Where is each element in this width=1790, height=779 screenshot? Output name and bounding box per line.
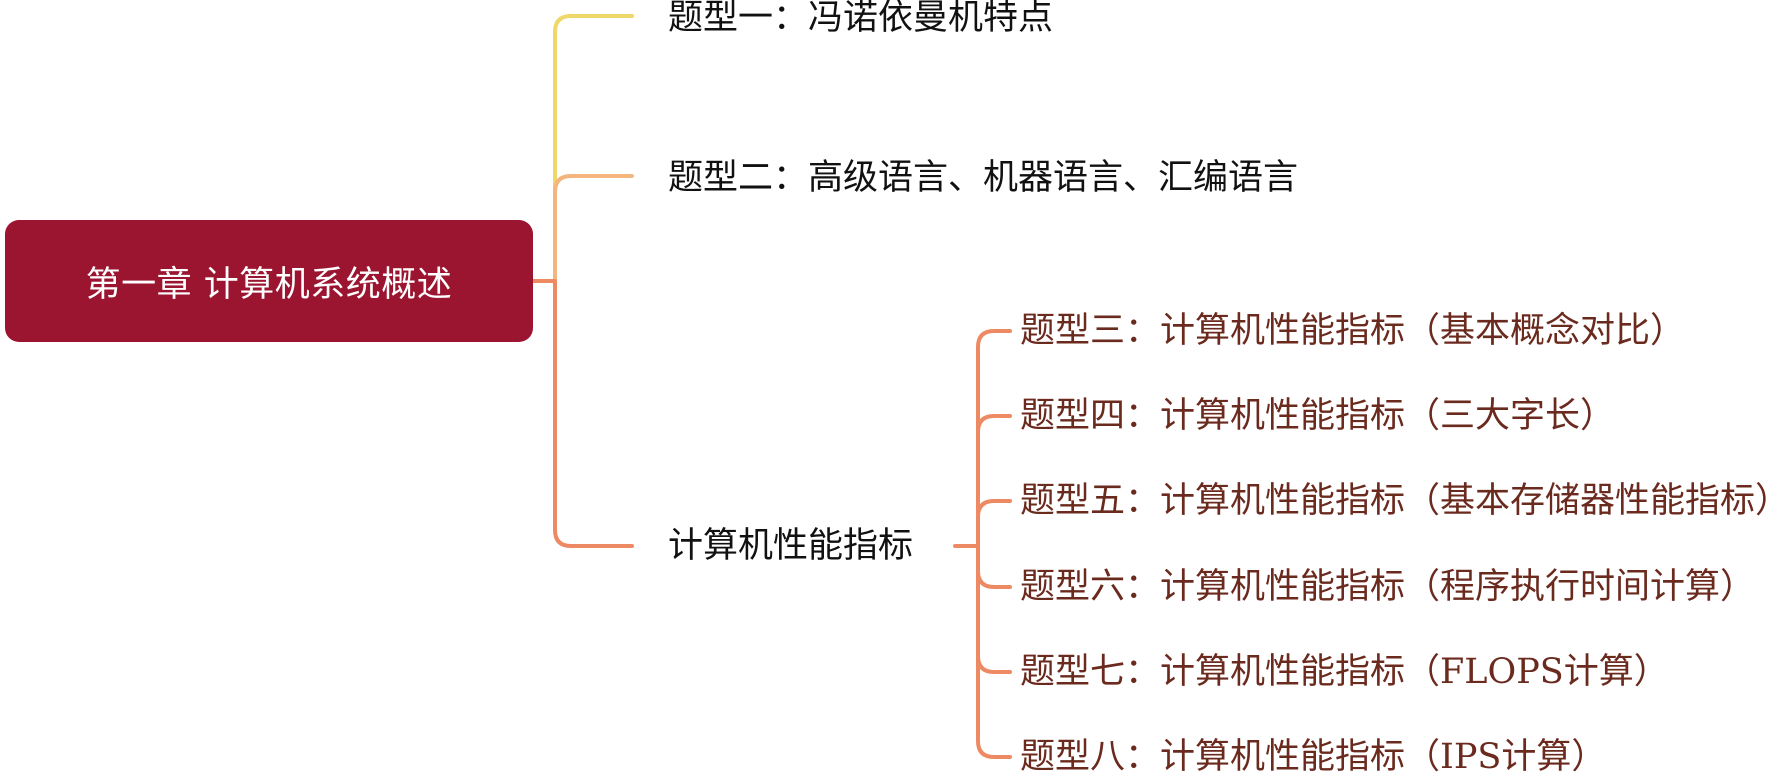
leaf-node-5-prefix: 题型七： [1020,652,1161,692]
leaf-node-6[interactable]: 题型八：计算机性能指标（IPS计算） [1020,735,1606,779]
connector-root-to-branch-3 [531,279,634,548]
root-node[interactable]: 第一章 计算机系统概述 [5,220,533,342]
leaf-node-6-label: 计算机性能指标（IPS计算） [1160,737,1607,777]
leaf-node-6-prefix: 题型八： [1020,737,1161,777]
connector-leaf-4 [976,544,1012,589]
root-node-label: 第一章 计算机系统概述 [85,264,453,305]
leaf-node-5-label: 计算机性能指标（FLOPS计算） [1160,652,1669,692]
leaf-node-1[interactable]: 题型三：计算机性能指标（基本概念对比） [1020,309,1685,353]
branch-node-1[interactable]: 题型一：冯诺依曼机特点 [668,0,1053,40]
leaf-node-1-label: 计算机性能指标（基本概念对比） [1160,311,1686,351]
connector-leaf-3 [976,499,1012,548]
connector-leaf-6 [976,544,1012,759]
leaf-node-3[interactable]: 题型五：计算机性能指标（基本存储器性能指标） [1020,479,1790,523]
leaf-node-4[interactable]: 题型六：计算机性能指标（程序执行时间计算） [1020,565,1755,609]
connector-root-to-branch-2 [531,174,634,283]
leaf-node-1-prefix: 题型三： [1020,311,1161,351]
leaf-node-2-label: 计算机性能指标（三大字长） [1160,396,1616,436]
leaf-node-3-label: 计算机性能指标（基本存储器性能指标） [1160,481,1790,521]
branch-node-2-label: 题型二：高级语言、机器语言、汇编语言 [668,158,1299,198]
leaf-node-2-prefix: 题型四： [1020,396,1161,436]
leaf-node-3-prefix: 题型五： [1020,481,1161,521]
branch-node-2[interactable]: 题型二：高级语言、机器语言、汇编语言 [668,156,1298,200]
branch-node-3[interactable]: 计算机性能指标 [668,524,913,568]
branch-node-1-label: 题型一：冯诺依曼机特点 [668,0,1054,38]
leaf-node-4-prefix: 题型六： [1020,567,1161,607]
connector-leaf-2 [976,414,1012,548]
leaf-node-4-label: 计算机性能指标（程序执行时间计算） [1160,567,1756,607]
leaf-node-2[interactable]: 题型四：计算机性能指标（三大字长） [1020,394,1615,438]
connector-leaf-5 [976,544,1012,674]
connector-root-to-branch-1 [531,14,634,283]
leaf-node-5[interactable]: 题型七：计算机性能指标（FLOPS计算） [1020,650,1669,694]
connector-leaf-1 [976,329,1012,548]
branch-node-3-label: 计算机性能指标 [668,526,914,566]
